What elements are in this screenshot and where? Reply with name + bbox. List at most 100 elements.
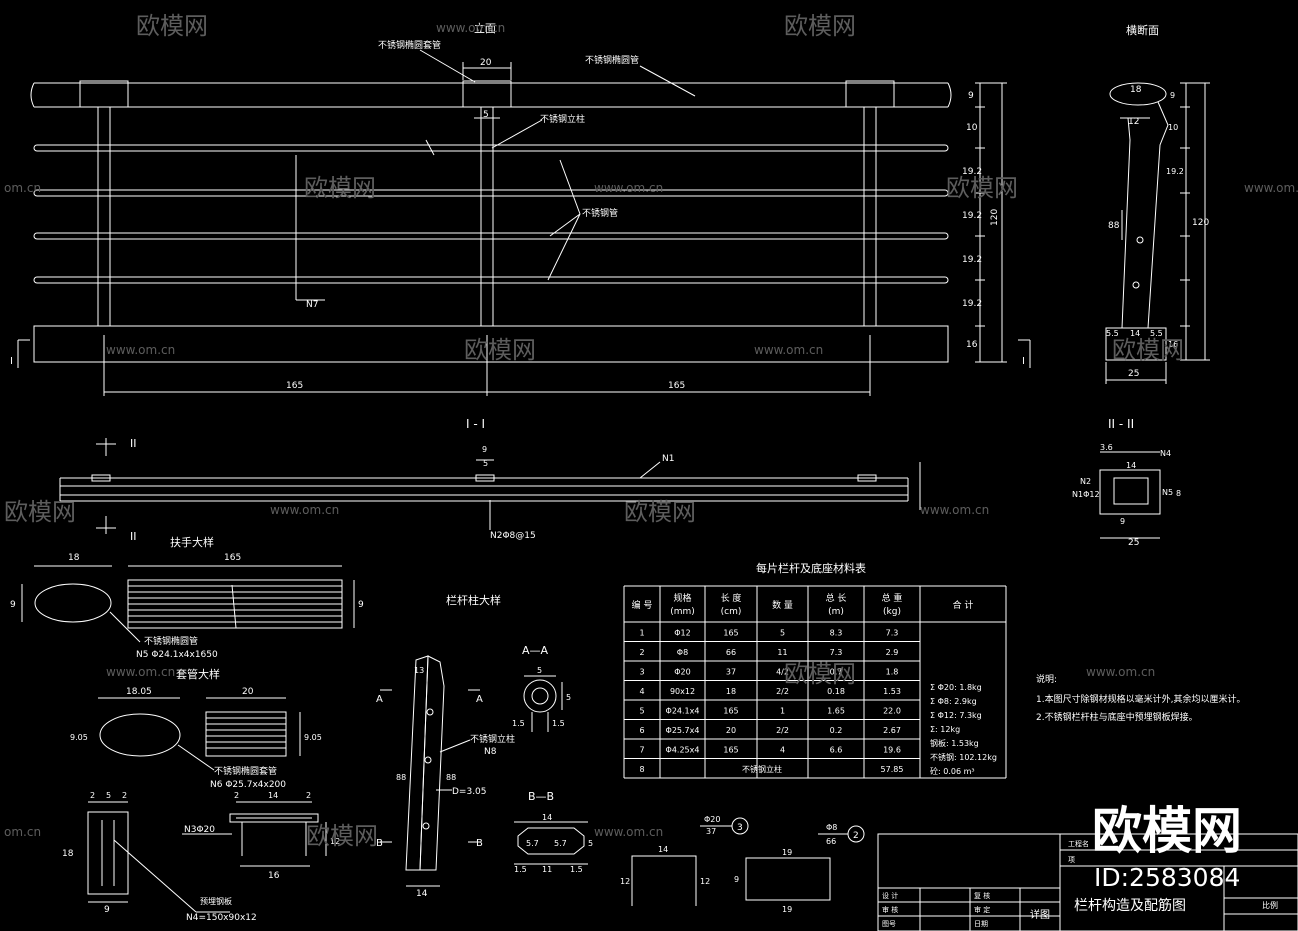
hd-n5: N5 Φ24.1x4x1650 <box>136 650 218 660</box>
drawing-title: 栏杆构造及配筋图 <box>1074 897 1186 914</box>
table-cell: 5 <box>639 707 644 716</box>
section-1-dim-9: 9 <box>482 445 487 454</box>
table-cell: 22.0 <box>883 707 901 716</box>
cs-dim-120: 120 <box>1192 218 1209 228</box>
sd-dim-18-05: 18.05 <box>126 687 152 697</box>
rebar3-length: 37 <box>706 827 716 836</box>
s2-dim-9: 9 <box>1120 517 1125 526</box>
sb-dim-11: 11 <box>542 865 552 874</box>
tb-project: 工程名 <box>1068 839 1089 848</box>
s2-n5: N5 <box>1162 488 1173 497</box>
watermark-url-7: www.om.cn <box>270 503 339 517</box>
section-1-mark-top: II <box>130 437 137 450</box>
watermark-brand-7: 欧模网 <box>4 498 76 526</box>
pdt-n8: N8 <box>484 747 497 757</box>
table-cell: 18 <box>726 687 736 696</box>
watermark-url-6: www.om.cn <box>754 343 823 357</box>
table-cell: 6 <box>639 726 644 735</box>
notes-line-1: 1.本图尺寸除钢材规格以毫米计外,其余均以厘米计。 <box>1036 693 1245 705</box>
sleeve-detail-title: 套管大样 <box>176 667 220 681</box>
table-header: 长 度(cm) <box>721 592 742 617</box>
watermarks: 欧模网 www.om.cn 欧模网 om.cn 欧模网 www.om.cn 欧模… <box>4 12 1298 892</box>
table-cell: 1.8 <box>886 668 899 677</box>
table-cell: 7.3 <box>830 648 843 657</box>
s2-dim-25: 25 <box>1128 538 1139 548</box>
post-detail-view <box>380 655 480 887</box>
section-b-title: B—B <box>528 790 554 803</box>
rebar3-spec: Φ20 <box>704 815 720 824</box>
dim-5-top: 5 <box>483 110 489 120</box>
sb-dim-5-7a: 5.7 <box>526 839 539 848</box>
rebar3-dim-12a: 12 <box>620 877 630 886</box>
cs-dim-88: 88 <box>1108 221 1120 231</box>
cs-dim-25: 25 <box>1128 369 1139 379</box>
s2-n2: N2 <box>1080 477 1091 486</box>
plate-detail-labels: 2 5 2 18 9 2 14 2 12 16 N3Φ20 预埋钢板 N4=15… <box>62 791 340 923</box>
watermark-url-8: www.om.cn <box>920 503 989 517</box>
rebar2-dim-19a: 19 <box>782 848 792 857</box>
table-cell: 8.3 <box>830 629 843 638</box>
table-cell: 5 <box>780 629 785 638</box>
post-detail-title: 栏杆柱大样 <box>446 593 501 607</box>
dim-19-2-b: 19.2 <box>962 211 982 221</box>
pdt-mark-a-left: A <box>376 694 383 705</box>
section-a-view <box>523 675 563 732</box>
section-1-n1: N1 <box>662 454 674 464</box>
pdt-dim-14: 14 <box>416 889 428 899</box>
pd-dim-5: 5 <box>106 791 111 800</box>
table-header: 总 重(kg) <box>882 592 903 617</box>
cs-dim-10: 10 <box>1168 123 1178 132</box>
cs-dim-14: 14 <box>1130 329 1140 338</box>
pd-dim-18: 18 <box>62 849 74 859</box>
table-total: Σ Φ20: 1.8kg <box>930 683 982 692</box>
sa-dim-5-top: 5 <box>537 666 542 675</box>
table-cell: 2.9 <box>886 648 899 657</box>
dim-165-right: 165 <box>668 381 685 391</box>
tb-drawing-no: 图号 <box>882 920 896 928</box>
cs-dim-9: 9 <box>1170 91 1175 100</box>
dim-19-2-d: 19.2 <box>962 299 982 309</box>
tb-approve: 审 定 <box>974 905 990 914</box>
watermark-url-4: www.om.cn <box>1244 181 1298 195</box>
table-cell: Φ20 <box>674 668 690 677</box>
table-cell: 165 <box>723 746 738 755</box>
watermark-url-3: www.om.cn <box>594 181 663 195</box>
watermark-brand-big: 欧模网 <box>1092 802 1242 860</box>
table-total: Σ: 12kg <box>930 725 960 734</box>
table-cell: 2.67 <box>883 726 901 735</box>
watermark-url-9: www.om.cn <box>106 665 175 679</box>
table-cell: 0.2 <box>830 726 843 735</box>
pd-dim-2a: 2 <box>90 791 95 800</box>
watermark-brand-4: 欧模网 <box>946 174 1018 202</box>
table-cell: Φ25.7x4 <box>666 726 700 735</box>
table-cell: 1 <box>780 707 785 716</box>
cs-dim-16: 16 <box>1168 340 1178 349</box>
pd-dim-2d: 2 <box>306 791 311 800</box>
table-cell: 66 <box>726 648 736 657</box>
material-table: 每片栏杆及底座材料表 编 号规格(mm)长 度(cm)数 量总 长(m)总 重(… <box>623 561 1007 779</box>
table-cell: 1.53 <box>883 687 901 696</box>
table-cell: 4 <box>780 746 785 755</box>
pd-dim-14: 14 <box>268 791 278 800</box>
rebar3-circle: 3 <box>737 823 743 833</box>
handrail-detail-labels: 扶手大样 18 165 9 9 不锈钢椭圆管 N5 Φ24.1x4x1650 <box>10 535 364 660</box>
table-cell: 19.6 <box>883 746 901 755</box>
tb-row2: 项 <box>1068 856 1075 864</box>
pdt-mark-a-right: A <box>476 694 483 705</box>
table-cell: 11 <box>777 648 787 657</box>
sa-dim-5-right: 5 <box>566 693 571 702</box>
pdt-dim-13: 13 <box>414 666 424 675</box>
pd-dim-12: 12 <box>330 837 340 846</box>
steel-pipe-label: 不锈钢管 <box>582 207 618 219</box>
table-cell: 20 <box>726 726 736 735</box>
dim-9-elev: 9 <box>968 91 974 101</box>
section-1-n2: N2Φ8@15 <box>490 531 536 541</box>
table-cell: 4 <box>639 687 644 696</box>
cs-dim-5-5a: 5.5 <box>1106 329 1119 338</box>
table-header: 合 计 <box>953 599 974 611</box>
pdt-post-label: 不锈钢立柱 <box>470 733 515 745</box>
tb-design: 设 计 <box>882 891 898 900</box>
rebar-labels: Φ20 37 3 14 12 12 Φ8 66 2 19 9 19 <box>620 815 859 914</box>
table-cell: 37 <box>726 668 736 677</box>
watermark-brand-9: 欧模网 <box>784 660 856 688</box>
